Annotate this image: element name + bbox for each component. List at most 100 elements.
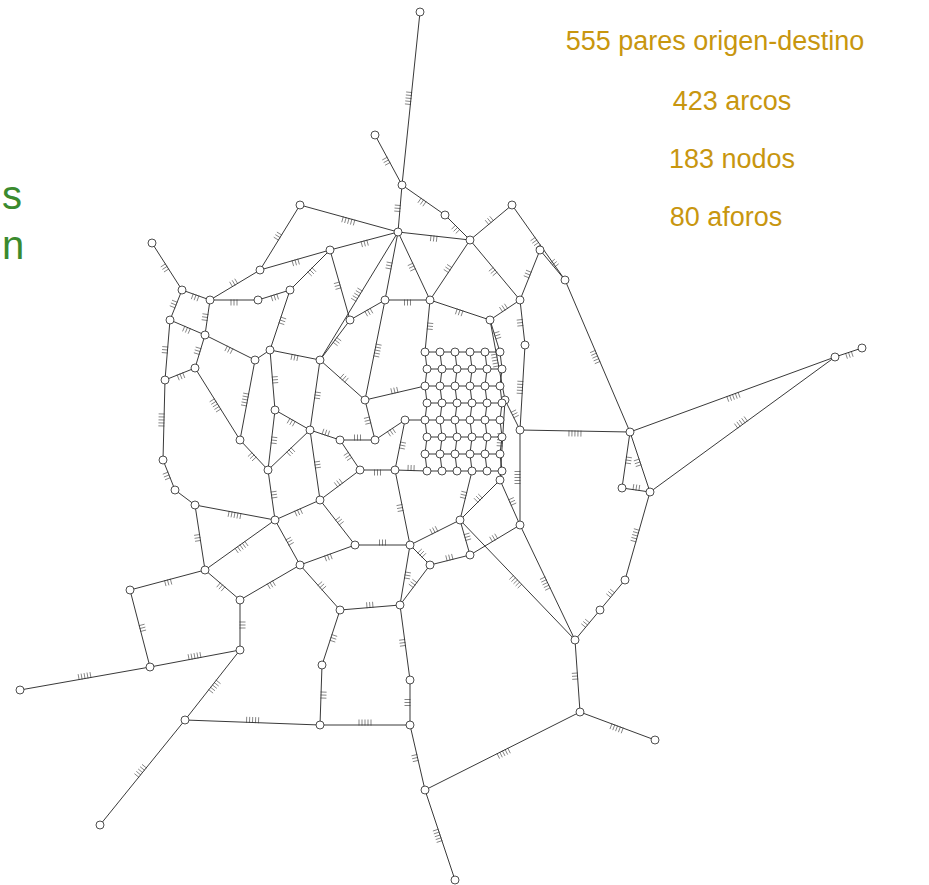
road-link	[300, 205, 398, 232]
count-tick	[606, 594, 611, 598]
road-link	[330, 250, 350, 320]
count-tick	[240, 622, 246, 623]
road-node	[206, 296, 214, 304]
road-node	[468, 399, 476, 407]
count-tick	[545, 588, 550, 591]
road-node	[466, 551, 474, 559]
road-node	[496, 348, 504, 356]
road-node	[516, 296, 524, 304]
road-link	[170, 320, 205, 335]
count-tick	[230, 282, 233, 287]
count-tick	[583, 621, 588, 625]
count-tick	[330, 554, 332, 560]
count-tick	[517, 322, 523, 324]
road-node	[181, 716, 189, 724]
count-tick	[608, 591, 613, 595]
road-link	[270, 350, 320, 360]
count-tick	[485, 220, 489, 225]
count-tick	[354, 435, 355, 441]
road-link	[205, 520, 275, 570]
road-node	[498, 399, 506, 407]
road-node	[406, 541, 414, 549]
road-node	[391, 466, 399, 474]
count-tick	[534, 242, 539, 245]
count-tick	[369, 602, 370, 608]
count-tick	[213, 404, 218, 407]
road-node	[264, 466, 272, 474]
road-link	[195, 505, 275, 520]
count-tick	[397, 507, 403, 508]
road-link	[460, 480, 500, 520]
count-tick	[632, 534, 638, 536]
count-tick	[638, 485, 640, 491]
count-tick	[164, 269, 169, 272]
count-tick	[461, 310, 463, 316]
road-link	[320, 232, 398, 360]
count-tick	[495, 334, 501, 336]
count-tick	[334, 282, 340, 284]
road-node	[486, 316, 494, 324]
count-tick	[493, 272, 498, 276]
count-tick	[275, 235, 280, 238]
count-tick	[315, 394, 321, 396]
count-tick	[476, 496, 480, 500]
count-tick	[444, 269, 449, 272]
road-link	[460, 520, 575, 640]
road-node	[371, 436, 379, 444]
road-link	[365, 400, 375, 440]
count-tick	[295, 511, 297, 516]
road-node	[423, 467, 431, 475]
count-tick	[136, 771, 141, 775]
count-tick	[78, 674, 79, 680]
road-node	[251, 356, 259, 364]
count-tick	[232, 280, 235, 285]
count-tick	[234, 512, 235, 518]
count-tick	[430, 235, 432, 241]
road-link	[540, 250, 565, 280]
road-node	[416, 8, 424, 16]
count-tick	[365, 311, 368, 316]
count-tick	[543, 582, 548, 585]
count-tick	[394, 211, 400, 213]
count-tick	[375, 350, 381, 351]
road-link	[410, 725, 425, 790]
count-tick	[407, 465, 408, 471]
road-node	[286, 286, 294, 294]
count-tick	[418, 549, 422, 553]
count-tick	[286, 537, 291, 540]
road-node	[451, 876, 459, 884]
count-tick	[515, 480, 521, 481]
road-node	[468, 433, 476, 441]
count-tick	[465, 539, 471, 541]
count-tick	[159, 419, 165, 420]
road-link	[445, 215, 470, 240]
count-tick	[372, 602, 373, 608]
count-tick	[412, 757, 418, 758]
count-tick	[474, 498, 478, 502]
road-link	[520, 525, 575, 640]
road-link	[365, 300, 385, 400]
count-tick	[552, 261, 557, 265]
count-tick	[357, 288, 362, 291]
count-tick	[610, 589, 615, 593]
count-tick	[335, 340, 340, 344]
count-tick	[163, 472, 169, 474]
count-tick	[237, 513, 238, 519]
road-node	[436, 416, 444, 424]
count-tick	[140, 630, 146, 632]
road-node	[191, 501, 199, 509]
count-tick	[487, 218, 491, 223]
road-node	[646, 488, 654, 496]
count-tick	[351, 298, 356, 301]
road-node	[831, 353, 839, 361]
count-tick	[502, 751, 505, 756]
road-node	[468, 365, 476, 373]
road-node	[456, 516, 464, 524]
road-link	[195, 505, 205, 570]
count-tick	[386, 268, 392, 269]
count-tick	[353, 296, 358, 299]
road-node	[271, 516, 279, 524]
count-tick	[194, 353, 200, 355]
road-link	[258, 290, 290, 300]
count-tick	[541, 580, 546, 583]
